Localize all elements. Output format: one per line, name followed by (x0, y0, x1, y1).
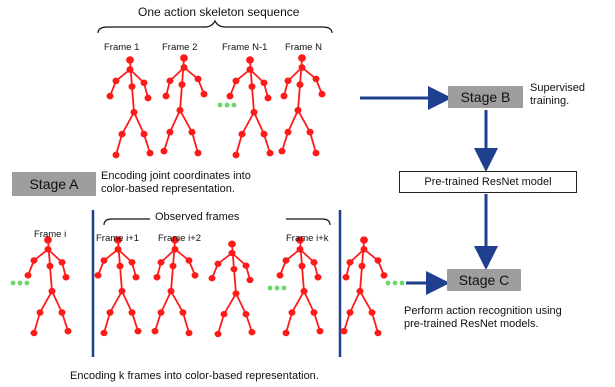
frame-label-n-1: Frame N-1 (222, 42, 268, 53)
bottom-caption: Encoding k frames into color-based repre… (70, 370, 319, 382)
pretrained-resnet-box: Pre-trained ResNet model (399, 171, 577, 193)
observed-frames-label: Observed frames (155, 211, 240, 223)
skeleton-frame-1 (106, 56, 154, 159)
stage-c-note-line2: pre-trained ResNet models. (404, 318, 539, 330)
skeleton-frame-n (278, 54, 326, 157)
skeleton-frame-mid (208, 240, 256, 338)
frame-i-plus-k-label: Frame i+k (286, 233, 329, 244)
stage-b-box: Stage B (448, 86, 523, 108)
observed-brace-right (286, 218, 331, 226)
stage-c-box: Stage C (447, 269, 521, 291)
skeleton-frame-i-plus-2 (151, 236, 199, 337)
bottom-left-dots (10, 280, 30, 286)
bottom-mid-dots (267, 285, 287, 291)
stage-b-note-line1: Supervised (530, 82, 586, 94)
stage-b-note-line2: training. (530, 95, 570, 107)
frame-i-plus-2-label: Frame i+2 (158, 233, 202, 244)
stage-a-description-line1: Encoding joint coordinates into (101, 170, 251, 182)
skeleton-frame-i (24, 236, 72, 337)
skeleton-frame-2 (160, 54, 208, 157)
pretrained-resnet-label: Pre-trained ResNet model (424, 176, 552, 188)
stage-b-label: Stage B (460, 89, 511, 105)
frame-label-n: Frame N (285, 42, 322, 53)
stage-a-description-line2: color-based representation. (101, 183, 235, 195)
observed-brace (103, 218, 150, 226)
stage-c-note-line1: Perform action recognition using (404, 305, 562, 317)
top-skeletons (106, 54, 326, 159)
frame-label-2: Frame 2 (162, 42, 198, 53)
frame-i-label: Frame i (34, 229, 67, 240)
frame-i-plus-1-label: Frame i+1 (96, 233, 140, 244)
frame-label-1: Frame 1 (104, 42, 140, 53)
sequence-title: One action skeleton sequence (138, 5, 300, 19)
stage-c-label: Stage C (458, 272, 510, 288)
skeleton-frame-next (340, 236, 388, 337)
stage-a-label: Stage A (29, 176, 79, 192)
top-brace (97, 19, 333, 34)
bottom-right-dots (385, 280, 405, 286)
stage-a-box: Stage A (12, 172, 96, 196)
top-ellipsis-dots (217, 102, 237, 108)
skeleton-frame-i-plus-1 (94, 236, 142, 337)
bottom-skeletons (24, 236, 388, 338)
